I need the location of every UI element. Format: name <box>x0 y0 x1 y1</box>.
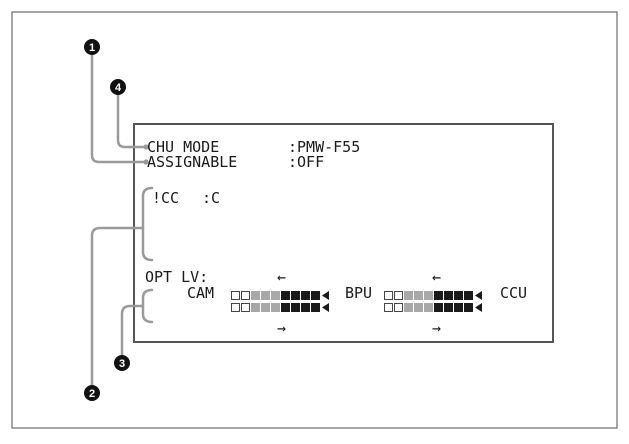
leader-end-dot-1 <box>143 159 149 165</box>
bpu-meter-top-segment <box>444 291 453 300</box>
bpu-meter-bottom-segment <box>444 303 453 312</box>
cam-meter-top-segment <box>261 291 270 300</box>
cam-meter-top-segment <box>231 291 240 300</box>
cam-meter-top-segment <box>251 291 260 300</box>
leader-lines <box>90 53 154 387</box>
cam-meter-bottom-segment <box>281 303 290 312</box>
cam-meter-top-segment <box>311 291 320 300</box>
bpu-meter-bottom-segment <box>404 303 413 312</box>
bpu-meter-top-segment <box>384 291 393 300</box>
icc-value: :C <box>202 189 220 207</box>
assignable-label: ASSIGNABLE <box>147 153 237 171</box>
icc-bracket <box>141 186 154 262</box>
bpu-meter-top-segment <box>454 291 463 300</box>
callout-marker-4 <box>110 79 126 95</box>
arrow-left-icon: ← <box>432 268 441 286</box>
level-meters <box>231 291 482 312</box>
callout-marker-2 <box>84 385 100 401</box>
assignable-value: :OFF <box>288 153 324 171</box>
leader-end-dot-4 <box>143 144 149 150</box>
cam-meter-bottom-segment <box>241 303 250 312</box>
chu-mode-value: :PMW-F55 <box>288 138 360 156</box>
cam-meter-bottom-segment <box>231 303 240 312</box>
cam-meter-top-segment <box>271 291 280 300</box>
cam-meter-top-segment <box>241 291 250 300</box>
screen-frame <box>133 123 554 343</box>
meter-pointer-icon <box>322 291 329 300</box>
bpu-label: BPU <box>345 284 372 302</box>
meter-pointer-icon <box>475 291 482 300</box>
callout-number-1: 1 <box>89 42 95 54</box>
ccu-label: CCU <box>500 284 527 302</box>
bpu-meter-top-segment <box>424 291 433 300</box>
leader-line-2 <box>90 226 145 387</box>
callout-number-3: 3 <box>119 358 125 370</box>
bpu-meter-top-segment <box>404 291 413 300</box>
arrow-left-icon: ← <box>277 268 286 286</box>
bpu-meter-bottom-segment <box>464 303 473 312</box>
cam-meter-bottom-segment <box>311 303 320 312</box>
bpu-meter-bottom-segment <box>394 303 403 312</box>
bpu-meter-top-segment <box>414 291 423 300</box>
callout-number-4: 4 <box>115 82 122 94</box>
cam-meter-bottom-segment <box>251 303 260 312</box>
cam-meter-bottom-segment <box>271 303 280 312</box>
meter-pointer-icon <box>322 303 329 312</box>
callout-marker-1 <box>84 39 100 55</box>
bpu-meter-bottom-segment <box>384 303 393 312</box>
bpu-meter-top-segment <box>434 291 443 300</box>
leader-line-3 <box>120 304 145 357</box>
cam-meter-top-segment <box>291 291 300 300</box>
cam-meter-bottom-segment <box>261 303 270 312</box>
bpu-meter-bottom-segment <box>424 303 433 312</box>
bpu-meter-bottom-segment <box>434 303 443 312</box>
meter-pointer-icon <box>475 303 482 312</box>
bpu-meter-top-segment <box>394 291 403 300</box>
bpu-meter-bottom-segment <box>414 303 423 312</box>
callout-number-2: 2 <box>89 388 95 400</box>
bpu-meter-top-segment <box>464 291 473 300</box>
callout-marker-3 <box>114 355 130 371</box>
leader-line-1 <box>90 53 146 164</box>
callout-markers: 1 2 3 4 <box>84 39 130 401</box>
icc-label: !CC <box>152 189 179 207</box>
cam-meter-top-segment <box>281 291 290 300</box>
bpu-meter-bottom-segment <box>454 303 463 312</box>
cam-meter-top-segment <box>301 291 310 300</box>
cam-label: CAM <box>187 284 214 302</box>
leader-line-4 <box>116 93 146 149</box>
arrow-right-icon: → <box>432 319 441 337</box>
cam-meter-bottom-segment <box>301 303 310 312</box>
arrow-right-icon: → <box>277 319 286 337</box>
opt-lv-label: OPT LV: <box>145 268 208 286</box>
chu-mode-label: CHU MODE <box>147 138 219 156</box>
cam-meter-bottom-segment <box>291 303 300 312</box>
